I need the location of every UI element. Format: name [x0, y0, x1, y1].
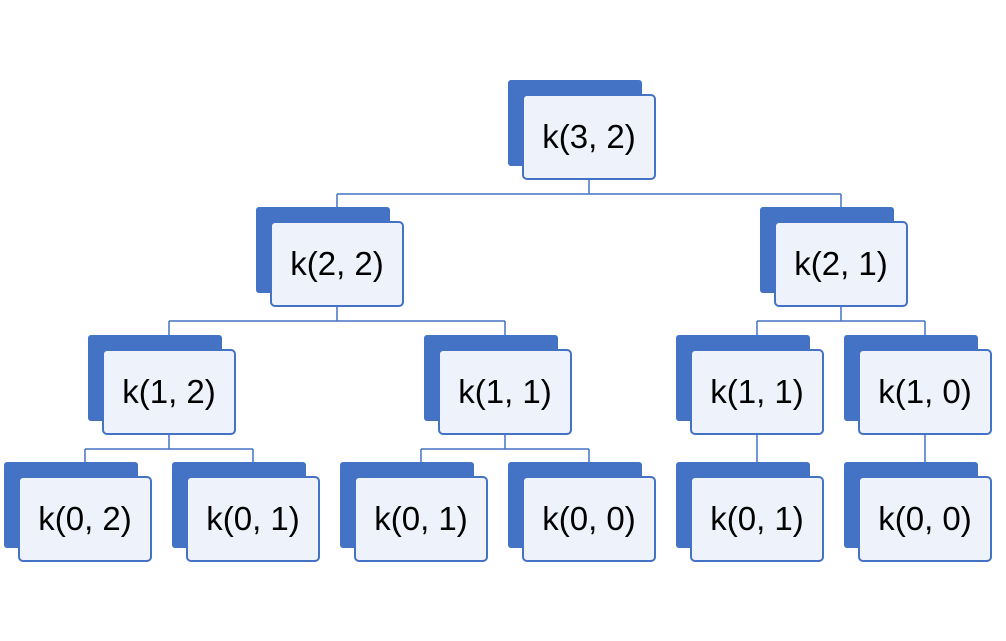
- node-label: k(2, 1): [794, 245, 888, 282]
- tree-node-k-2-2: k(2, 2): [256, 207, 404, 307]
- tree-node-k-0-0-a: k(0, 0): [508, 462, 656, 562]
- tree-node-k-1-1-right: k(1, 1): [676, 335, 824, 435]
- tree-node-k-1-0: k(1, 0): [844, 335, 992, 435]
- node-label: k(1, 0): [878, 373, 972, 410]
- node-box: k(2, 2): [270, 221, 404, 307]
- node-label: k(0, 1): [374, 500, 468, 537]
- tree-node-k-0-1-a: k(0, 1): [172, 462, 320, 562]
- node-box: k(0, 2): [18, 476, 152, 562]
- node-box: k(0, 1): [354, 476, 488, 562]
- tree-node-k-2-1: k(2, 1): [760, 207, 908, 307]
- node-label: k(0, 1): [710, 500, 804, 537]
- node-box: k(3, 2): [522, 94, 656, 180]
- node-label: k(1, 1): [710, 373, 804, 410]
- node-label: k(0, 0): [878, 500, 972, 537]
- tree-node-k-0-1-c: k(0, 1): [676, 462, 824, 562]
- node-box: k(0, 0): [858, 476, 992, 562]
- node-box: k(0, 0): [522, 476, 656, 562]
- node-box: k(2, 1): [774, 221, 908, 307]
- tree-node-k-1-2: k(1, 2): [88, 335, 236, 435]
- node-box: k(1, 1): [438, 349, 572, 435]
- tree-node-k-1-1-left: k(1, 1): [424, 335, 572, 435]
- tree-node-k-0-2: k(0, 2): [4, 462, 152, 562]
- node-label: k(3, 2): [542, 118, 636, 155]
- node-label: k(1, 1): [458, 373, 552, 410]
- node-box: k(1, 0): [858, 349, 992, 435]
- node-label: k(0, 0): [542, 500, 636, 537]
- node-box: k(0, 1): [186, 476, 320, 562]
- tree-node-k-3-2: k(3, 2): [508, 80, 656, 180]
- tree-node-k-0-0-b: k(0, 0): [844, 462, 992, 562]
- node-label: k(0, 1): [206, 500, 300, 537]
- node-box: k(1, 1): [690, 349, 824, 435]
- node-label: k(2, 2): [290, 245, 384, 282]
- node-box: k(1, 2): [102, 349, 236, 435]
- tree-node-k-0-1-b: k(0, 1): [340, 462, 488, 562]
- node-label: k(1, 2): [122, 373, 216, 410]
- node-box: k(0, 1): [690, 476, 824, 562]
- node-label: k(0, 2): [38, 500, 132, 537]
